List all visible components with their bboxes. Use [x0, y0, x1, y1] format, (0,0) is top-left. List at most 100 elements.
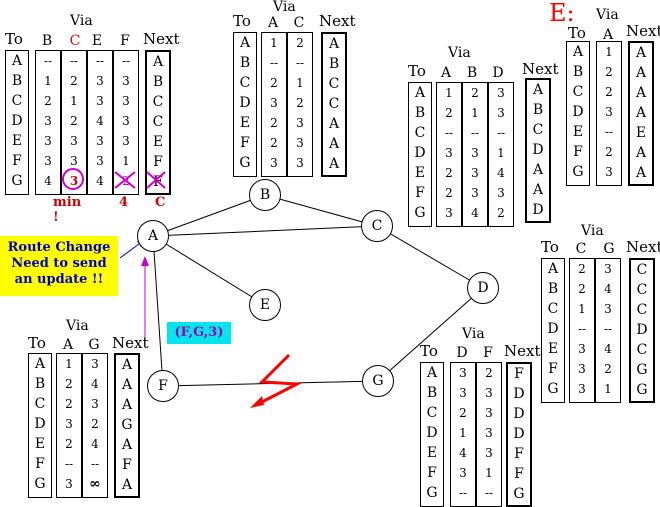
cost-cell: 3 — [604, 262, 612, 276]
cost-cell: 3 — [497, 106, 505, 120]
next-cell: A — [532, 182, 544, 198]
dest-cell: G — [11, 173, 23, 189]
link-failure-arrowhead — [250, 396, 264, 408]
cost-cell: 3 — [296, 136, 304, 150]
next-label: Next — [112, 334, 149, 352]
cost-cell: 1 — [605, 45, 613, 59]
dest-cell: A — [426, 365, 438, 381]
node-e-label: E: — [549, 0, 575, 27]
cost-cell: 3 — [445, 206, 453, 220]
node-a: A — [137, 220, 169, 252]
node-g: G — [362, 365, 394, 397]
cost-cell: 3 — [70, 134, 78, 148]
via-col-header: B — [41, 33, 53, 49]
cost-cell: 3 — [485, 406, 493, 420]
next-cell: A — [635, 105, 647, 121]
dest-cell: D — [572, 104, 584, 120]
cost-cell: 3 — [270, 96, 278, 110]
cost-column-e: -- 3 3 4 3 3 4 — [87, 50, 113, 195]
cost-cell: 2 — [471, 86, 479, 100]
next-cell: A — [635, 85, 647, 101]
next-cell: G — [121, 417, 133, 433]
via-col-header: E — [91, 33, 103, 49]
cost-cell: 3 — [270, 156, 278, 170]
via-col-header: F — [120, 33, 130, 49]
cost-cell: 3 — [296, 116, 304, 130]
cost-cell: 4 — [44, 174, 52, 188]
dest-column: A B C D E F G — [566, 41, 590, 186]
dest-cell: D — [547, 321, 559, 337]
next-cell: E — [152, 134, 164, 150]
next-cell: G — [636, 362, 648, 378]
node-c: C — [361, 210, 393, 242]
cost-cell: 3 — [44, 134, 52, 148]
cost-cell: 3 — [91, 357, 99, 371]
cost-cell: 3 — [69, 174, 79, 188]
dest-cell: E — [572, 124, 584, 140]
to-label: To — [420, 342, 438, 360]
cost-cell: 3 — [578, 342, 586, 356]
cost-cell: 3 — [497, 186, 505, 200]
dest-cell: B — [426, 385, 438, 401]
link-d-g — [377, 287, 484, 382]
next-label: Next — [504, 342, 541, 360]
cost-cell: 3 — [296, 156, 304, 170]
cost-cell: 3 — [471, 166, 479, 180]
next-label: Next — [522, 60, 559, 78]
callout-line: an update !! — [14, 272, 104, 287]
cost-column-a: 1 2 2 3 -- 2 3 — [596, 41, 622, 186]
node-f: F — [147, 370, 179, 402]
next-cell: A — [635, 65, 647, 81]
cost-cell: 1 — [44, 74, 52, 88]
cost-cell: 4 — [604, 342, 612, 356]
cost-column-a: 1 -- 2 3 2 2 3 — [261, 32, 287, 177]
cost-cell: 1 — [604, 382, 612, 396]
dest-cell: F — [548, 361, 558, 377]
next-cell: D — [532, 202, 544, 218]
cost-column-c: 2 2 1 -- 3 3 3 — [569, 258, 595, 403]
via-col-header: F — [483, 345, 493, 361]
dest-cell: E — [414, 165, 426, 181]
cost-column-b: -- 1 2 3 3 3 4 — [35, 50, 61, 195]
next-cell: D — [636, 322, 648, 338]
cost-cell: 4 — [604, 282, 612, 296]
cost-cell: 2 — [459, 406, 467, 420]
cross-mark — [146, 171, 166, 189]
next-cell: A — [635, 165, 647, 181]
dest-cell: A — [414, 85, 426, 101]
cost-cell: 3 — [122, 134, 130, 148]
cost-cell: 2 — [296, 36, 304, 50]
link-a-e — [152, 235, 266, 306]
link-failure-bolt — [255, 353, 303, 407]
cost-cell: 2 — [497, 206, 505, 220]
cost-cell: 2 — [65, 377, 73, 391]
next-cell: F — [153, 154, 163, 170]
via-label: Via — [581, 223, 604, 239]
cost-cell: 3 — [91, 397, 99, 411]
cost-cell: 3 — [459, 466, 467, 480]
route-change-callout: Route Change Need to send an update !! — [0, 236, 118, 296]
next-cell: A — [532, 82, 544, 98]
link-c-d — [376, 225, 484, 289]
dest-cell: E — [426, 445, 438, 461]
cost-column-a: 1 2 -- 3 2 2 3 — [436, 82, 462, 227]
dest-cell: F — [35, 456, 45, 472]
cost-cell: 3 — [605, 105, 613, 119]
table-a-highlights — [62, 168, 166, 190]
to-label: To — [5, 30, 23, 48]
cost-cell: 2 — [445, 186, 453, 200]
dest-column: A B C D E F G — [28, 353, 52, 498]
next-cell: G — [636, 382, 648, 398]
via-col-header: A — [602, 27, 614, 43]
node-e: E — [249, 289, 281, 321]
via-label: Via — [596, 7, 619, 23]
cost-cell: 3 — [459, 386, 467, 400]
next-cell: C — [152, 94, 164, 110]
via-col-header: G — [603, 241, 615, 257]
cost-cell: 3 — [96, 134, 104, 148]
next-cell: A — [635, 145, 647, 161]
via-label: Via — [462, 326, 485, 342]
cost-cell: 3 — [485, 386, 493, 400]
dest-cell: G — [414, 205, 426, 221]
